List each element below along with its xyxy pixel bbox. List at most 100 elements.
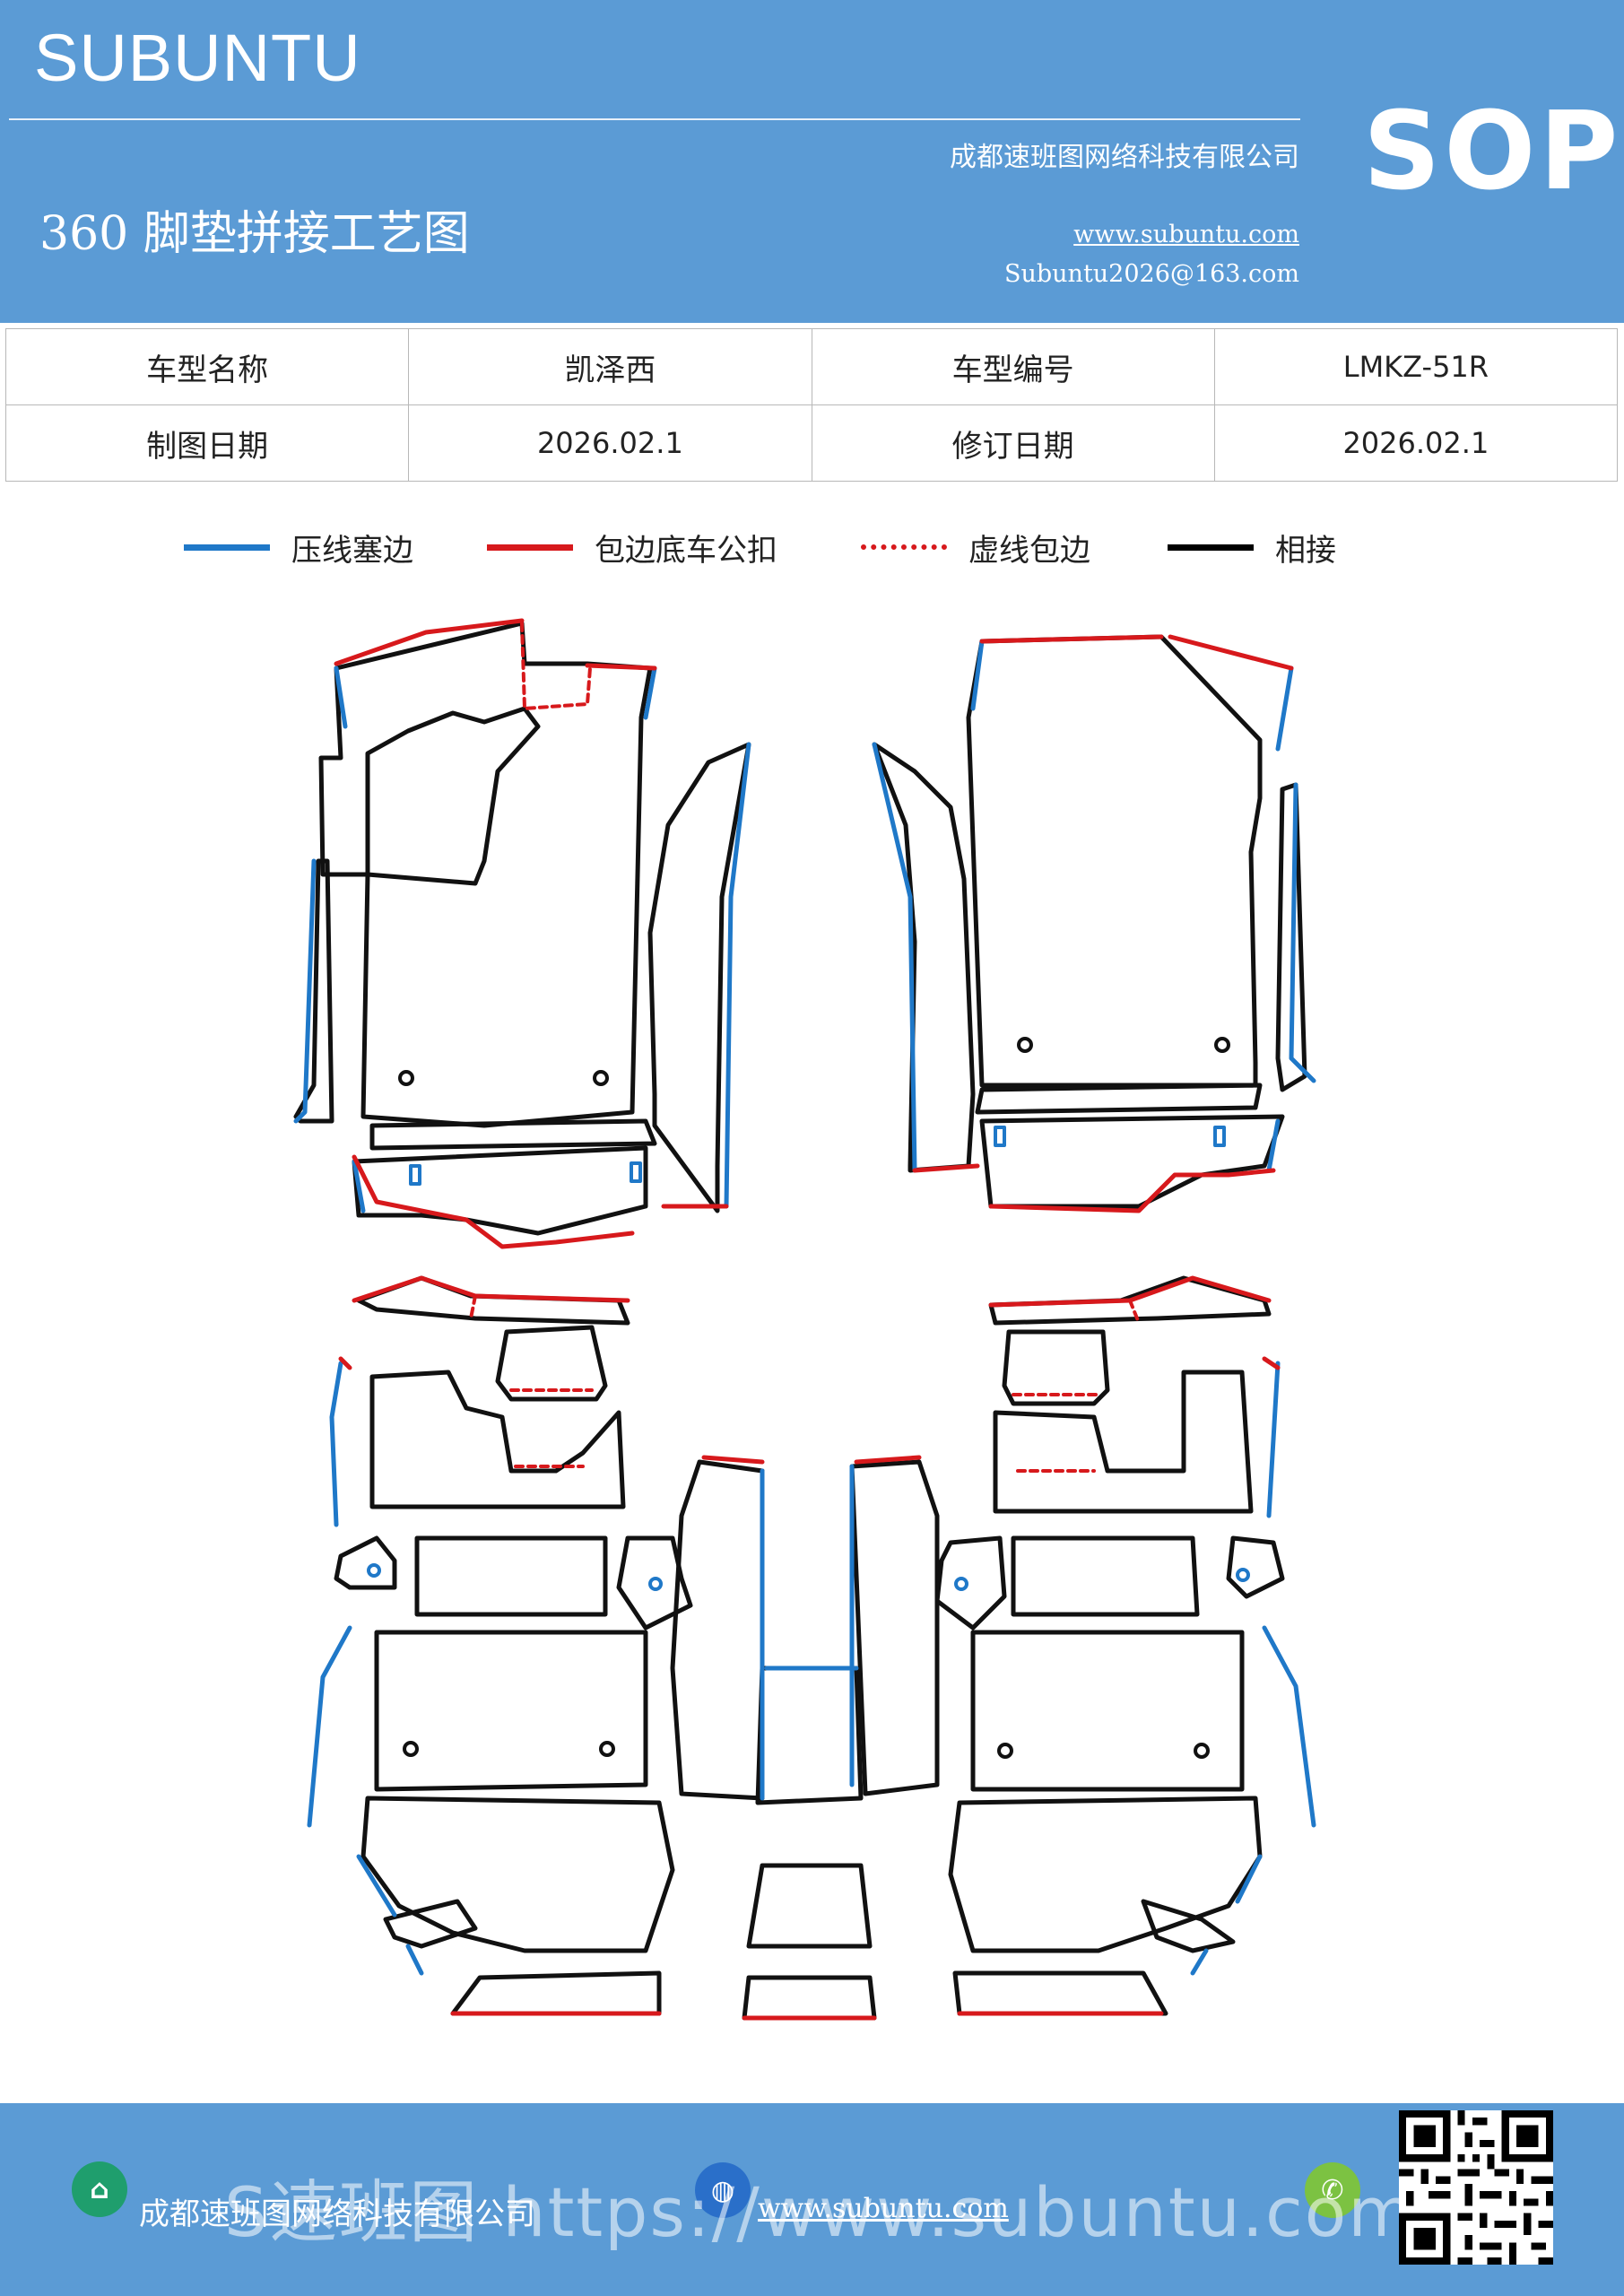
second-right-footwell (1011, 1535, 1200, 1617)
blue-edge (293, 858, 317, 1124)
blue-edge (872, 742, 917, 1173)
building-icon: ⌂ (72, 2161, 127, 2217)
legend-label: 相接 (1275, 532, 1336, 569)
blue-edge (1275, 665, 1294, 752)
red-edge (701, 1455, 765, 1465)
front-right-rear-edge (979, 1114, 1285, 1209)
legend-swatch (861, 544, 947, 550)
second-right-main (993, 1370, 1254, 1514)
blue-press-edges (293, 639, 1316, 1976)
legend-item-red: 包边底车公扣 (487, 520, 777, 574)
second-left-foot-a (383, 1899, 478, 1949)
brand-logo: SUBUNTU (34, 21, 361, 95)
blue-edge (307, 1625, 352, 1828)
second-right-tunnel-cap (1002, 1329, 1110, 1406)
legend-swatch (1168, 544, 1254, 551)
red-edge (585, 663, 657, 671)
wechat-icon: ✆ (1305, 2162, 1360, 2218)
second-left-footwell (414, 1535, 608, 1617)
table-row: 车型名称 凯泽西 车型编号 LMKZ-51R (4, 328, 1619, 405)
front-right-side-strip (1275, 782, 1307, 1092)
center-tunnel (755, 1665, 864, 1805)
center-left-strip (670, 1459, 765, 1801)
legend-label: 压线塞边 (291, 532, 413, 569)
second-right-foot-a (1141, 1899, 1236, 1953)
header-banner: SUBUNTU SOP 成都速班图网络科技有限公司 www.subuntu.co… (0, 0, 1624, 323)
blue-edge (1266, 1118, 1281, 1173)
red-dotted-edge (520, 622, 592, 710)
blue-edge (724, 742, 751, 1209)
website-link[interactable]: www.subuntu.com (1073, 221, 1299, 248)
footer-website-link[interactable]: www.subuntu.com (758, 2193, 1009, 2224)
table-cell: 修订日期 (811, 404, 1215, 482)
red-binding-edges (334, 618, 1294, 2021)
clip-hole (648, 1577, 663, 1591)
mat-outlines (293, 621, 1307, 2021)
front-left-pedal-strip (369, 1118, 657, 1151)
red-edge (1262, 1356, 1281, 1370)
blue-edge (1235, 1854, 1263, 1904)
blue-edge (334, 665, 348, 729)
clip-hole (954, 1577, 968, 1591)
blue-edge (643, 665, 657, 720)
red-edge (912, 1163, 980, 1173)
fastener-holes (398, 1037, 1230, 1759)
front-left-side-strip (293, 858, 334, 1124)
table-cell: 车型编号 (811, 328, 1215, 405)
front-left-rear-edge (352, 1145, 648, 1236)
fastener-hole (997, 1743, 1013, 1759)
table-cell: 2026.02.1 (1213, 404, 1619, 482)
blue-edge (405, 1944, 424, 1976)
table-cell: 车型名称 (4, 328, 410, 405)
second-left-foot-b (450, 1970, 662, 2016)
legend-label: 虚线包边 (968, 532, 1090, 569)
legend-swatch (487, 544, 573, 551)
second-left-tunnel-cap (495, 1325, 608, 1402)
blue-edge (1266, 1361, 1281, 1518)
blue-edge (1289, 782, 1316, 1083)
footer-banner: ⌂ 成都速班图网络科技有限公司 ◍ www.subuntu.com ✆ S速班图… (0, 2103, 1624, 2296)
clip-slot (409, 1164, 421, 1186)
blue-edge (352, 1159, 366, 1213)
legend-label: 包边底车公扣 (595, 532, 777, 569)
clip-slot (994, 1126, 1006, 1147)
blue-edge (329, 1361, 343, 1527)
fastener-hole (403, 1741, 419, 1757)
red-dotted-edge (1128, 1299, 1141, 1325)
red-edge (988, 1168, 1276, 1213)
clip-slot (1213, 1126, 1226, 1147)
qr-code[interactable] (1399, 2110, 1553, 2265)
front-right-mat (966, 634, 1263, 1088)
table-cell: 凯泽西 (408, 328, 812, 405)
line-legend: 压线塞边 包边底车公扣 虚线包边 相接 (0, 520, 1624, 574)
table-row: 制图日期 2026.02.1 修订日期 2026.02.1 (4, 404, 1619, 482)
fastener-hole (1214, 1037, 1230, 1053)
red-edge (979, 634, 1164, 644)
table-cell: 2026.02.1 (408, 404, 812, 482)
front-left-mat (318, 621, 653, 1128)
blue-edge (1190, 1948, 1209, 1976)
red-edge (1168, 634, 1294, 671)
second-left-main (369, 1370, 626, 1509)
second-right-lower (948, 1796, 1263, 1953)
fastener-hole (1017, 1037, 1033, 1053)
company-name: 成都速班图网络科技有限公司 (950, 142, 1299, 173)
second-right-sill-b (934, 1535, 1007, 1631)
doc-type-label: SOP (1363, 90, 1622, 214)
blue-edge (1262, 1625, 1316, 1828)
table-cell: LMKZ-51R (1213, 328, 1619, 405)
legend-item-blue: 压线塞边 (184, 520, 413, 574)
clip-hole (1236, 1568, 1250, 1582)
email-address: Subuntu2026@163.com (1004, 260, 1299, 288)
red-dotted-edge (469, 1294, 477, 1320)
second-right-top-strip (988, 1275, 1272, 1326)
legend-item-black: 相接 (1168, 520, 1336, 574)
fastener-hole (398, 1070, 414, 1086)
fastener-hole (593, 1070, 609, 1086)
legend-item-red-dotted: 虚线包边 (861, 520, 1090, 574)
header-rule (9, 118, 1300, 120)
blue-fastener-holes (367, 1126, 1250, 1591)
second-right-foot-b (952, 1970, 1168, 2016)
fastener-hole (1194, 1743, 1210, 1759)
